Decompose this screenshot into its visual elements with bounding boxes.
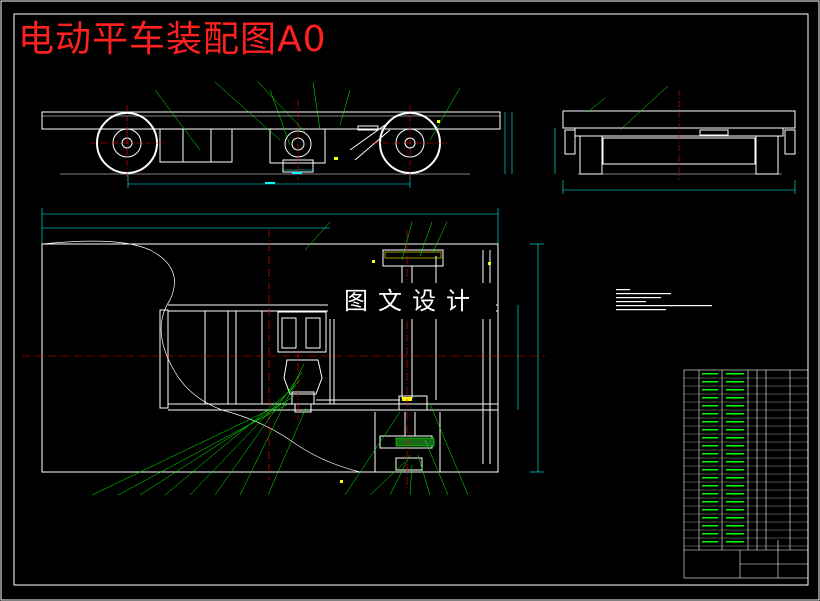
parts-list-cell-text (726, 397, 744, 399)
parts-list-cell-text (726, 525, 744, 527)
parts-list-cell-text (702, 493, 718, 495)
parts-list-cell-text (726, 501, 744, 503)
parts-list-cell-text (726, 493, 744, 495)
plan-view-centerlines (22, 230, 545, 488)
parts-list-cell-text (702, 509, 718, 511)
front-view-leaders (154, 81, 461, 151)
parts-list-cell-text (702, 429, 718, 431)
parts-list-cell-text (726, 381, 744, 383)
parts-list-cell-text (702, 461, 718, 463)
parts-list-cell-text (726, 541, 744, 543)
parts-list-cell-text (726, 461, 744, 463)
parts-list-cell-text (702, 517, 718, 519)
parts-list-cell-text (726, 389, 744, 391)
parts-list-cell-text (702, 485, 718, 487)
drive-motor (269, 128, 326, 164)
parts-list-cell-text (702, 445, 718, 447)
front-view-dim-text (265, 172, 302, 184)
parts-list-cell-text (726, 405, 744, 407)
parts-list-cell-text (702, 477, 718, 479)
side-view-leaders (587, 85, 669, 131)
watermark-label: 图文设计 (328, 283, 496, 319)
parts-list-cell-text (726, 445, 744, 447)
parts-list-cell-text (726, 421, 744, 423)
drawing-title: 电动平车装配图A0 (18, 19, 327, 60)
parts-list-cell-text (726, 373, 744, 375)
parts-list-cell-text (702, 533, 718, 535)
parts-list-cell-text (702, 541, 718, 543)
front-view-centerlines (90, 100, 448, 180)
top-bearing-fill (384, 251, 442, 259)
front-view-yellow-marks (334, 120, 440, 160)
parts-list-cell-text (702, 525, 718, 527)
motor-housing (277, 311, 327, 353)
plan-view-leaders (91, 221, 469, 496)
parts-list-cell-text (702, 397, 718, 399)
parts-list-cell-text (726, 485, 744, 487)
parts-list-cell-text (702, 421, 718, 423)
front-view-dimensions (127, 112, 513, 188)
parts-list-cell-text (726, 477, 744, 479)
parts-list-cell-text (702, 389, 718, 391)
technical-notes-block (616, 289, 712, 311)
hub-section-fill (395, 437, 435, 447)
parts-list-cell-text (702, 381, 718, 383)
parts-list-cell-text (702, 405, 718, 407)
battery-box (159, 128, 233, 163)
parts-list-cell-text (726, 429, 744, 431)
parts-list-cell-text (702, 453, 718, 455)
parts-list-cell-text (726, 517, 744, 519)
parts-list-cell-text (726, 469, 744, 471)
parts-list-rows (684, 377, 808, 547)
parts-list-cell-text (726, 533, 744, 535)
break-line (41, 240, 361, 473)
parts-list-cell-text (702, 437, 718, 439)
plan-yellow-marks (340, 260, 491, 483)
frame-outline (41, 243, 499, 473)
parts-list-cell-text (726, 413, 744, 415)
parts-list-cell-marks (702, 373, 744, 543)
parts-list-cell-text (702, 469, 718, 471)
plan-view-dimensions (41, 208, 544, 473)
parts-list-cell-text (702, 373, 718, 375)
inner-frame (13, 13, 809, 586)
parts-list-cell-text (726, 453, 744, 455)
side-view-dimensions (554, 128, 796, 194)
parts-list-cell-text (726, 437, 744, 439)
parts-list-cell-text (726, 509, 744, 511)
parts-list-cell-text (702, 501, 718, 503)
reducer (283, 359, 323, 395)
plan-section-view (41, 240, 499, 473)
parts-list-cell-text (702, 413, 718, 415)
